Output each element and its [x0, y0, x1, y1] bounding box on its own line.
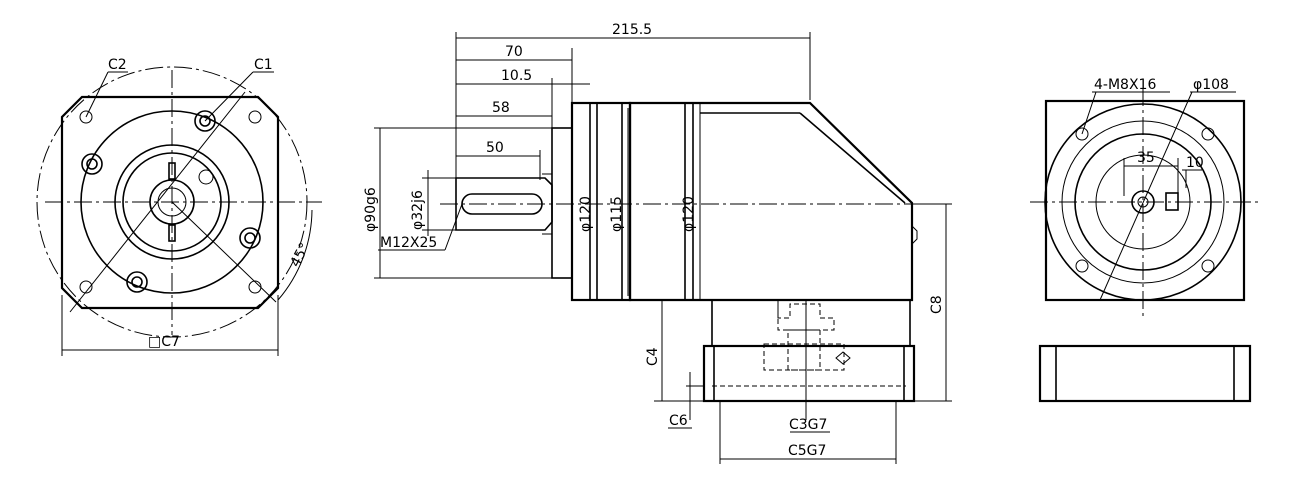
dim-70-label: 70	[505, 44, 523, 60]
side-view: 215.5 70 10.5 58 50 φ90g6	[363, 22, 952, 464]
dim-90g6-label: φ90g6	[363, 187, 379, 232]
side-notch	[911, 225, 918, 245]
angle-line	[171, 201, 277, 303]
rear-diagonal-leader	[1099, 91, 1193, 301]
body-chamfer-diag	[799, 112, 906, 204]
dim-32j6-label: φ32j6	[410, 190, 426, 230]
c5g7-label: C5G7	[788, 443, 826, 459]
small-hole	[198, 169, 214, 185]
hole-inner-1	[199, 115, 211, 127]
angle-arc	[277, 209, 313, 301]
angle-45-label: 45°	[287, 240, 313, 269]
dim-120-body-label: φ120	[681, 196, 697, 232]
rear-hole-4	[1201, 259, 1215, 273]
c8-label: C8	[929, 295, 945, 314]
dim-120-flange-label: φ120	[578, 196, 594, 232]
c4-label: C4	[645, 347, 661, 366]
pilot-step	[551, 127, 573, 279]
m8-leader	[1081, 91, 1097, 135]
corner-hole-br	[248, 280, 262, 294]
c7-label: □C7	[148, 334, 180, 350]
c2-leader	[85, 71, 109, 118]
rear-hole-1	[1075, 127, 1089, 141]
rear-adapter-block	[1038, 344, 1252, 403]
d108-label: φ108	[1193, 77, 1229, 93]
hole-outer-4	[126, 271, 148, 293]
motor-adapter-block	[702, 344, 916, 403]
rear-input-view: 4-M8X16 φ108 35 10	[1030, 77, 1262, 403]
c1-leader	[204, 71, 254, 122]
hole-outer-1	[194, 110, 216, 132]
hole-inner-2	[86, 158, 98, 170]
dim-10-label: 10	[1186, 155, 1204, 171]
c6-label: C6	[669, 413, 688, 429]
hidden-coupling-upper	[777, 300, 835, 331]
hidden-coupling-lower	[763, 343, 845, 371]
hole-outer-3	[239, 227, 261, 249]
main-body	[628, 101, 914, 302]
m8-label: 4-M8X16	[1094, 77, 1156, 93]
dim-35-label: 35	[1137, 150, 1155, 166]
dim-215-5-label: 215.5	[612, 22, 652, 38]
c3g7-label: C3G7	[789, 417, 827, 433]
m12-leader	[444, 203, 463, 251]
hole-outer-2	[81, 153, 103, 175]
dim-10-5-label: 10.5	[501, 68, 532, 84]
c1-label: C1	[254, 57, 273, 73]
diamond-mark	[835, 351, 851, 365]
dim-58-label: 58	[492, 100, 510, 116]
rear-hole-2	[1201, 127, 1215, 141]
diagonal-line	[69, 91, 246, 313]
corner-hole-bl	[79, 280, 93, 294]
m12-label: M12X25	[380, 235, 437, 251]
hole-inner-3	[244, 232, 256, 244]
hidden-bore	[787, 329, 821, 371]
hole-inner-4	[131, 276, 143, 288]
corner-hole-tr	[248, 110, 262, 124]
c2-label: C2	[108, 57, 127, 73]
dim-115-label: φ115	[609, 196, 625, 232]
dim-50-label: 50	[486, 140, 504, 156]
front-flange-view: C2 C1 45° □C7	[36, 57, 322, 356]
corner-hole-tl	[79, 110, 93, 124]
rear-hole-3	[1075, 259, 1089, 273]
adapter-neck	[711, 299, 911, 347]
